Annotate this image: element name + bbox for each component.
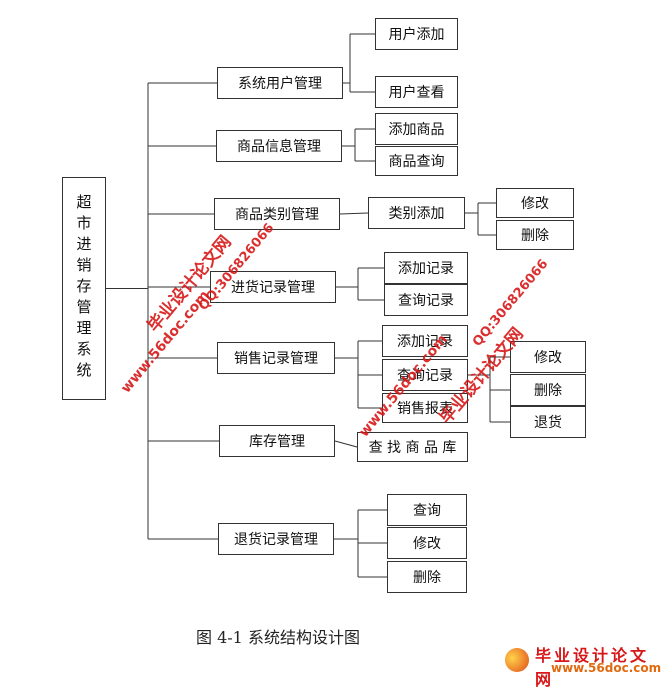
function-node-5-3: 销售报表 <box>382 393 468 423</box>
module-node-1: 系统用户管理 <box>217 67 343 99</box>
function-node-2-1: 添加商品 <box>375 113 458 145</box>
module-6-child-edge <box>334 440 358 448</box>
logo-site: www.56doc.com <box>551 661 662 675</box>
function-node-1-2: 用户查看 <box>375 76 458 108</box>
root-node: 超市进销存管理系统 <box>62 177 106 400</box>
operation-node-5-2-3: 退货 <box>510 406 586 438</box>
module-node-5: 销售记录管理 <box>217 342 335 374</box>
module-node-4: 进货记录管理 <box>210 271 336 303</box>
module-node-6: 库存管理 <box>219 425 335 457</box>
module-node-2: 商品信息管理 <box>216 130 342 162</box>
function-node-5-2: 查询记录 <box>382 359 468 391</box>
function-node-4-2: 查询记录 <box>384 284 468 316</box>
function-node-5-1: 添加记录 <box>382 325 468 357</box>
module-3-child-edge <box>339 212 369 215</box>
function-node-4-1: 添加记录 <box>384 252 468 284</box>
operation-node-3-1-1: 修改 <box>496 188 574 218</box>
site-logo: 毕业设计论文网 www.56doc.com <box>501 640 663 689</box>
operation-node-5-2-2: 删除 <box>510 374 586 406</box>
function-node-7-1: 查询 <box>387 494 467 526</box>
module-node-3: 商品类别管理 <box>214 198 340 230</box>
function-node-7-2: 修改 <box>387 527 467 559</box>
module-node-7: 退货记录管理 <box>218 523 334 555</box>
operation-node-3-1-2: 删除 <box>496 220 574 250</box>
figure-caption: 图 4-1 系统结构设计图 <box>196 628 360 647</box>
function-node-2-2: 商品查询 <box>375 146 458 176</box>
function-node-6-1: 查 找 商 品 库 <box>357 432 468 462</box>
structure-diagram <box>106 33 510 578</box>
operation-node-5-2-1: 修改 <box>510 341 586 373</box>
function-node-7-3: 删除 <box>387 561 467 593</box>
logo-badge-icon <box>501 644 533 676</box>
function-node-3-1: 类别添加 <box>368 197 465 229</box>
function-node-1-1: 用户添加 <box>375 18 458 50</box>
